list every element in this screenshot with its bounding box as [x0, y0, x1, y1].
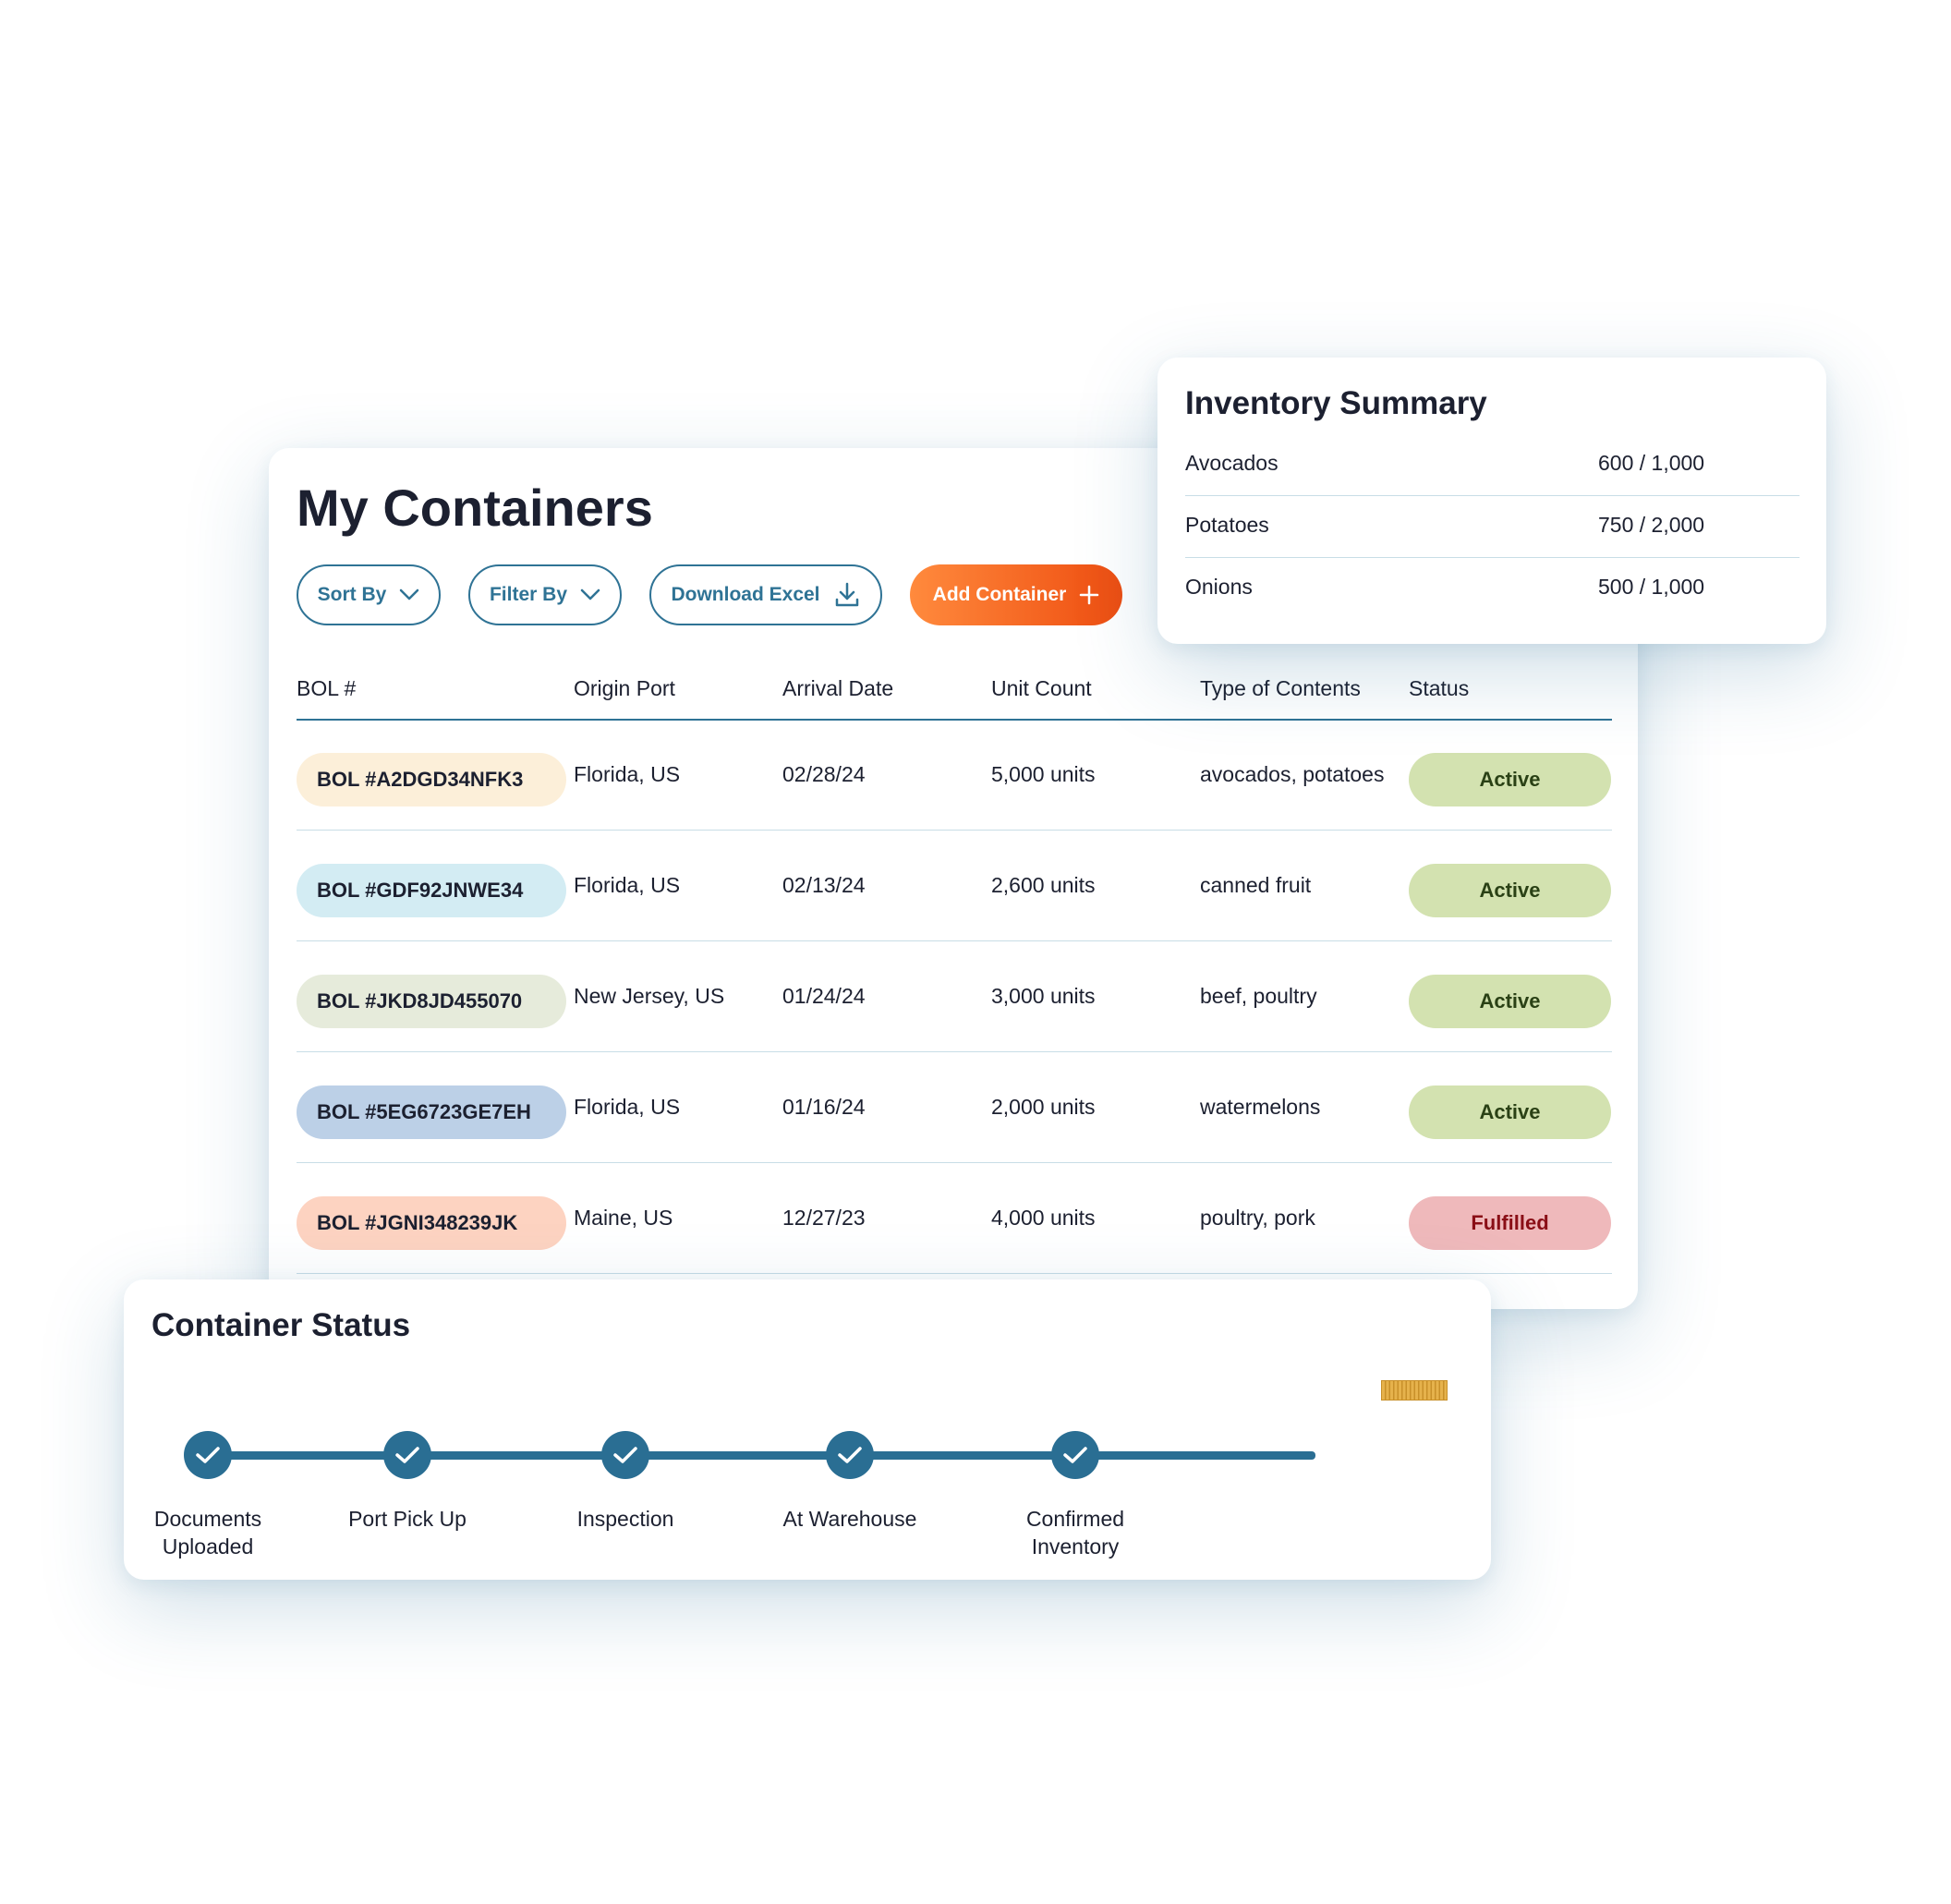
arrival-date-cell: 02/13/24 — [782, 873, 866, 897]
check-icon — [395, 1447, 419, 1463]
check-icon — [838, 1447, 862, 1463]
status-badge: Fulfilled — [1409, 1196, 1611, 1250]
bol-badge[interactable]: BOL #JKD8JD455070 — [297, 975, 566, 1028]
step-marker — [383, 1431, 431, 1479]
chevron-down-icon — [580, 588, 600, 600]
table-row[interactable]: BOL #A2DGD34NFK3 Florida, US 02/28/24 5,000… — [297, 721, 1612, 831]
sort-by-label: Sort By — [317, 584, 387, 605]
origin-port-cell: Florida, US — [574, 1095, 681, 1119]
contents-cell: avocados, potatoes — [1200, 762, 1385, 786]
table-row[interactable]: BOL #GDF92JNWE34 Florida, US 02/13/24 2,600… — [297, 831, 1612, 941]
container-status-title: Container Status — [151, 1307, 411, 1343]
sort-by-button[interactable]: Sort By — [297, 564, 441, 625]
inventory-summary-title: Inventory Summary — [1185, 385, 1487, 421]
inventory-row-avocados: Avocados 600 / 1,000 — [1185, 434, 1800, 496]
inventory-item-name: Onions — [1185, 575, 1253, 599]
unit-count-cell: 4,000 units — [991, 1206, 1096, 1230]
status-badge: Active — [1409, 753, 1611, 806]
download-excel-button[interactable]: Download Excel — [649, 564, 882, 625]
bol-badge[interactable]: BOL #JGNI348239JK — [297, 1196, 566, 1250]
column-header-type-of-contents: Type of Contents — [1200, 676, 1361, 700]
contents-cell: beef, poultry — [1200, 984, 1317, 1008]
add-container-label: Add Container — [932, 584, 1067, 605]
step-label: Inspection — [576, 1507, 674, 1531]
arrival-date-cell: 01/24/24 — [782, 984, 866, 1008]
container-status-card: Container Status Documents Uploaded Port … — [124, 1279, 1491, 1580]
container-truck-icon — [1381, 1380, 1448, 1401]
column-header-origin-port: Origin Port — [574, 676, 675, 700]
step-label: Documents Uploaded — [153, 1507, 262, 1558]
chevron-down-icon — [400, 588, 419, 600]
check-icon — [1063, 1447, 1087, 1463]
check-icon — [613, 1447, 637, 1463]
check-icon — [196, 1447, 220, 1463]
table-row[interactable]: BOL #JGNI348239JK Maine, US 12/27/23 4,000 … — [297, 1164, 1612, 1274]
column-header-unit-count: Unit Count — [991, 676, 1092, 700]
unit-count-cell: 2,000 units — [991, 1095, 1096, 1119]
status-badge: Active — [1409, 864, 1611, 917]
step-marker — [1051, 1431, 1099, 1479]
table-row[interactable]: BOL #5EG6723GE7EH Florida, US 01/16/24 2,00… — [297, 1053, 1612, 1163]
column-header-bol: BOL # — [297, 676, 357, 700]
inventory-row-potatoes: Potatoes 750 / 2,000 — [1185, 496, 1800, 558]
arrival-date-cell: 01/16/24 — [782, 1095, 866, 1119]
download-excel-label: Download Excel — [671, 584, 820, 605]
status-badge: Active — [1409, 1085, 1611, 1139]
table-header: BOL # Origin Port Arrival Date Unit Coun… — [297, 674, 1612, 721]
arrival-date-cell: 02/28/24 — [782, 762, 866, 786]
step-label: At Warehouse — [782, 1507, 917, 1531]
step-marker — [184, 1431, 232, 1479]
add-container-button[interactable]: Add Container — [910, 564, 1122, 625]
plus-icon — [1080, 585, 1099, 605]
unit-count-cell: 2,600 units — [991, 873, 1096, 897]
inventory-item-value: 500 / 1,000 — [1598, 575, 1705, 599]
origin-port-cell: New Jersey, US — [574, 984, 725, 1008]
inventory-summary-card: Inventory Summary Avocados 600 / 1,000 P… — [1157, 358, 1826, 644]
origin-port-cell: Maine, US — [574, 1206, 673, 1230]
step-label: Confirmed Inventory — [1025, 1507, 1125, 1558]
filter-by-button[interactable]: Filter By — [468, 564, 622, 625]
origin-port-cell: Florida, US — [574, 762, 681, 786]
unit-count-cell: 3,000 units — [991, 984, 1096, 1008]
contents-cell: poultry, pork — [1200, 1206, 1315, 1230]
column-header-arrival-date: Arrival Date — [782, 676, 894, 700]
status-badge: Active — [1409, 975, 1611, 1028]
inventory-row-onions: Onions 500 / 1,000 — [1185, 558, 1800, 619]
inventory-item-name: Avocados — [1185, 451, 1278, 475]
page-title: My Containers — [297, 479, 653, 537]
bol-badge[interactable]: BOL #GDF92JNWE34 — [297, 864, 566, 917]
download-icon — [835, 582, 858, 607]
column-header-status: Status — [1409, 676, 1470, 700]
inventory-item-value: 750 / 2,000 — [1598, 513, 1705, 537]
contents-cell: watermelons — [1200, 1095, 1321, 1119]
origin-port-cell: Florida, US — [574, 873, 681, 897]
arrival-date-cell: 12/27/23 — [782, 1206, 866, 1230]
filter-by-label: Filter By — [489, 584, 568, 605]
step-marker — [601, 1431, 649, 1479]
table-row[interactable]: BOL #JKD8JD455070 New Jersey, US 01/24/24 3… — [297, 942, 1612, 1052]
step-marker — [826, 1431, 874, 1479]
step-label: Port Pick Up — [348, 1507, 467, 1531]
bol-badge[interactable]: BOL #A2DGD34NFK3 — [297, 753, 566, 806]
unit-count-cell: 5,000 units — [991, 762, 1096, 786]
inventory-item-name: Potatoes — [1185, 513, 1269, 537]
bol-badge[interactable]: BOL #5EG6723GE7EH — [297, 1085, 566, 1139]
progress-track — [207, 1451, 1315, 1460]
contents-cell: canned fruit — [1200, 873, 1312, 897]
inventory-item-value: 600 / 1,000 — [1598, 451, 1705, 475]
